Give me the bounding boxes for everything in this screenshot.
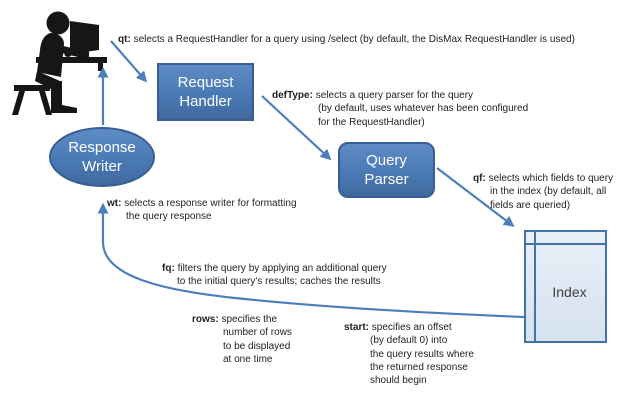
monitor-icon (70, 21, 99, 54)
annotation-line: specifies the (221, 314, 278, 325)
desk-icon (36, 57, 107, 63)
annotation-rows: rows: specifies the number of rows to be… (192, 313, 292, 366)
annotation-line: number of rows (223, 327, 292, 339)
annotation-term: rows: (192, 314, 219, 325)
annotation-qf: qf: selects which fields to query in the… (473, 172, 613, 212)
index-column-divider (534, 232, 536, 341)
index-node: Index (524, 230, 607, 343)
annotation-line: selects which fields to query (488, 173, 614, 184)
annotation-line: at one time (223, 353, 273, 365)
annotation-line: filters the query by applying an additio… (177, 263, 387, 274)
user-at-computer-icon (12, 11, 107, 115)
arrow-request-handler-to-query-parser (261, 95, 332, 161)
annotation-line: (by default 0) into (370, 335, 448, 347)
annotation-line: to be displayed (223, 340, 291, 352)
annotation-start: start: specifies an offset (by default 0… (344, 321, 474, 387)
arrow-index-to-response-writer (97, 202, 525, 319)
annotation-term: wt: (107, 198, 122, 209)
annotation-qt: qt: selects a RequestHandler for a query… (118, 33, 575, 46)
request-handler-label: Handler (179, 93, 232, 110)
response-writer-label: Writer (82, 158, 122, 175)
annotation-line: fields are queried) (490, 199, 571, 211)
annotation-line: the query response (126, 211, 212, 223)
annotation-term: fq: (162, 263, 175, 274)
annotation-term: qf: (473, 173, 486, 184)
annotation-line: specifies an offset (371, 322, 452, 333)
annotation-line: for the RequestHandler) (318, 116, 425, 128)
annotation-line: should begin (370, 375, 427, 387)
query-parser-node: Query Parser (338, 142, 435, 198)
annotation-line: selects a response writer for formatting (124, 198, 297, 209)
response-writer-node: Response Writer (49, 127, 155, 187)
annotation-term: start: (344, 322, 370, 333)
arrow-user-to-request-handler (110, 40, 148, 83)
index-label: Index (552, 283, 587, 300)
annotation-line: to the initial query's results; caches t… (177, 276, 381, 288)
index-header-divider (526, 243, 605, 245)
annotation-line: (by default, uses whatever has been conf… (318, 103, 529, 115)
arrow-query-parser-to-index (436, 167, 515, 227)
request-handler-node: Request Handler (157, 63, 254, 121)
annotation-line: the query results where (370, 348, 474, 360)
response-writer-label: Response (68, 139, 136, 156)
annotation-line: selects a query parser for the query (315, 90, 474, 101)
annotation-line: the returned response (370, 361, 468, 373)
annotation-wt: wt: selects a response writer for format… (107, 197, 297, 224)
query-parser-label: Parser (364, 171, 409, 188)
annotation-term: defType: (272, 90, 313, 101)
stool-icon (14, 85, 50, 91)
annotation-term: qt: (118, 34, 131, 45)
request-handler-label: Request (177, 74, 234, 91)
annotation-line: in the index (by default, all (490, 186, 607, 198)
annotation-line: selects a RequestHandler for a query usi… (133, 34, 575, 45)
annotation-defType: defType: selects a query parser for the … (272, 89, 528, 129)
annotation-fq: fq: filters the query by applying an add… (162, 262, 387, 289)
query-parser-label: Query (366, 152, 407, 169)
